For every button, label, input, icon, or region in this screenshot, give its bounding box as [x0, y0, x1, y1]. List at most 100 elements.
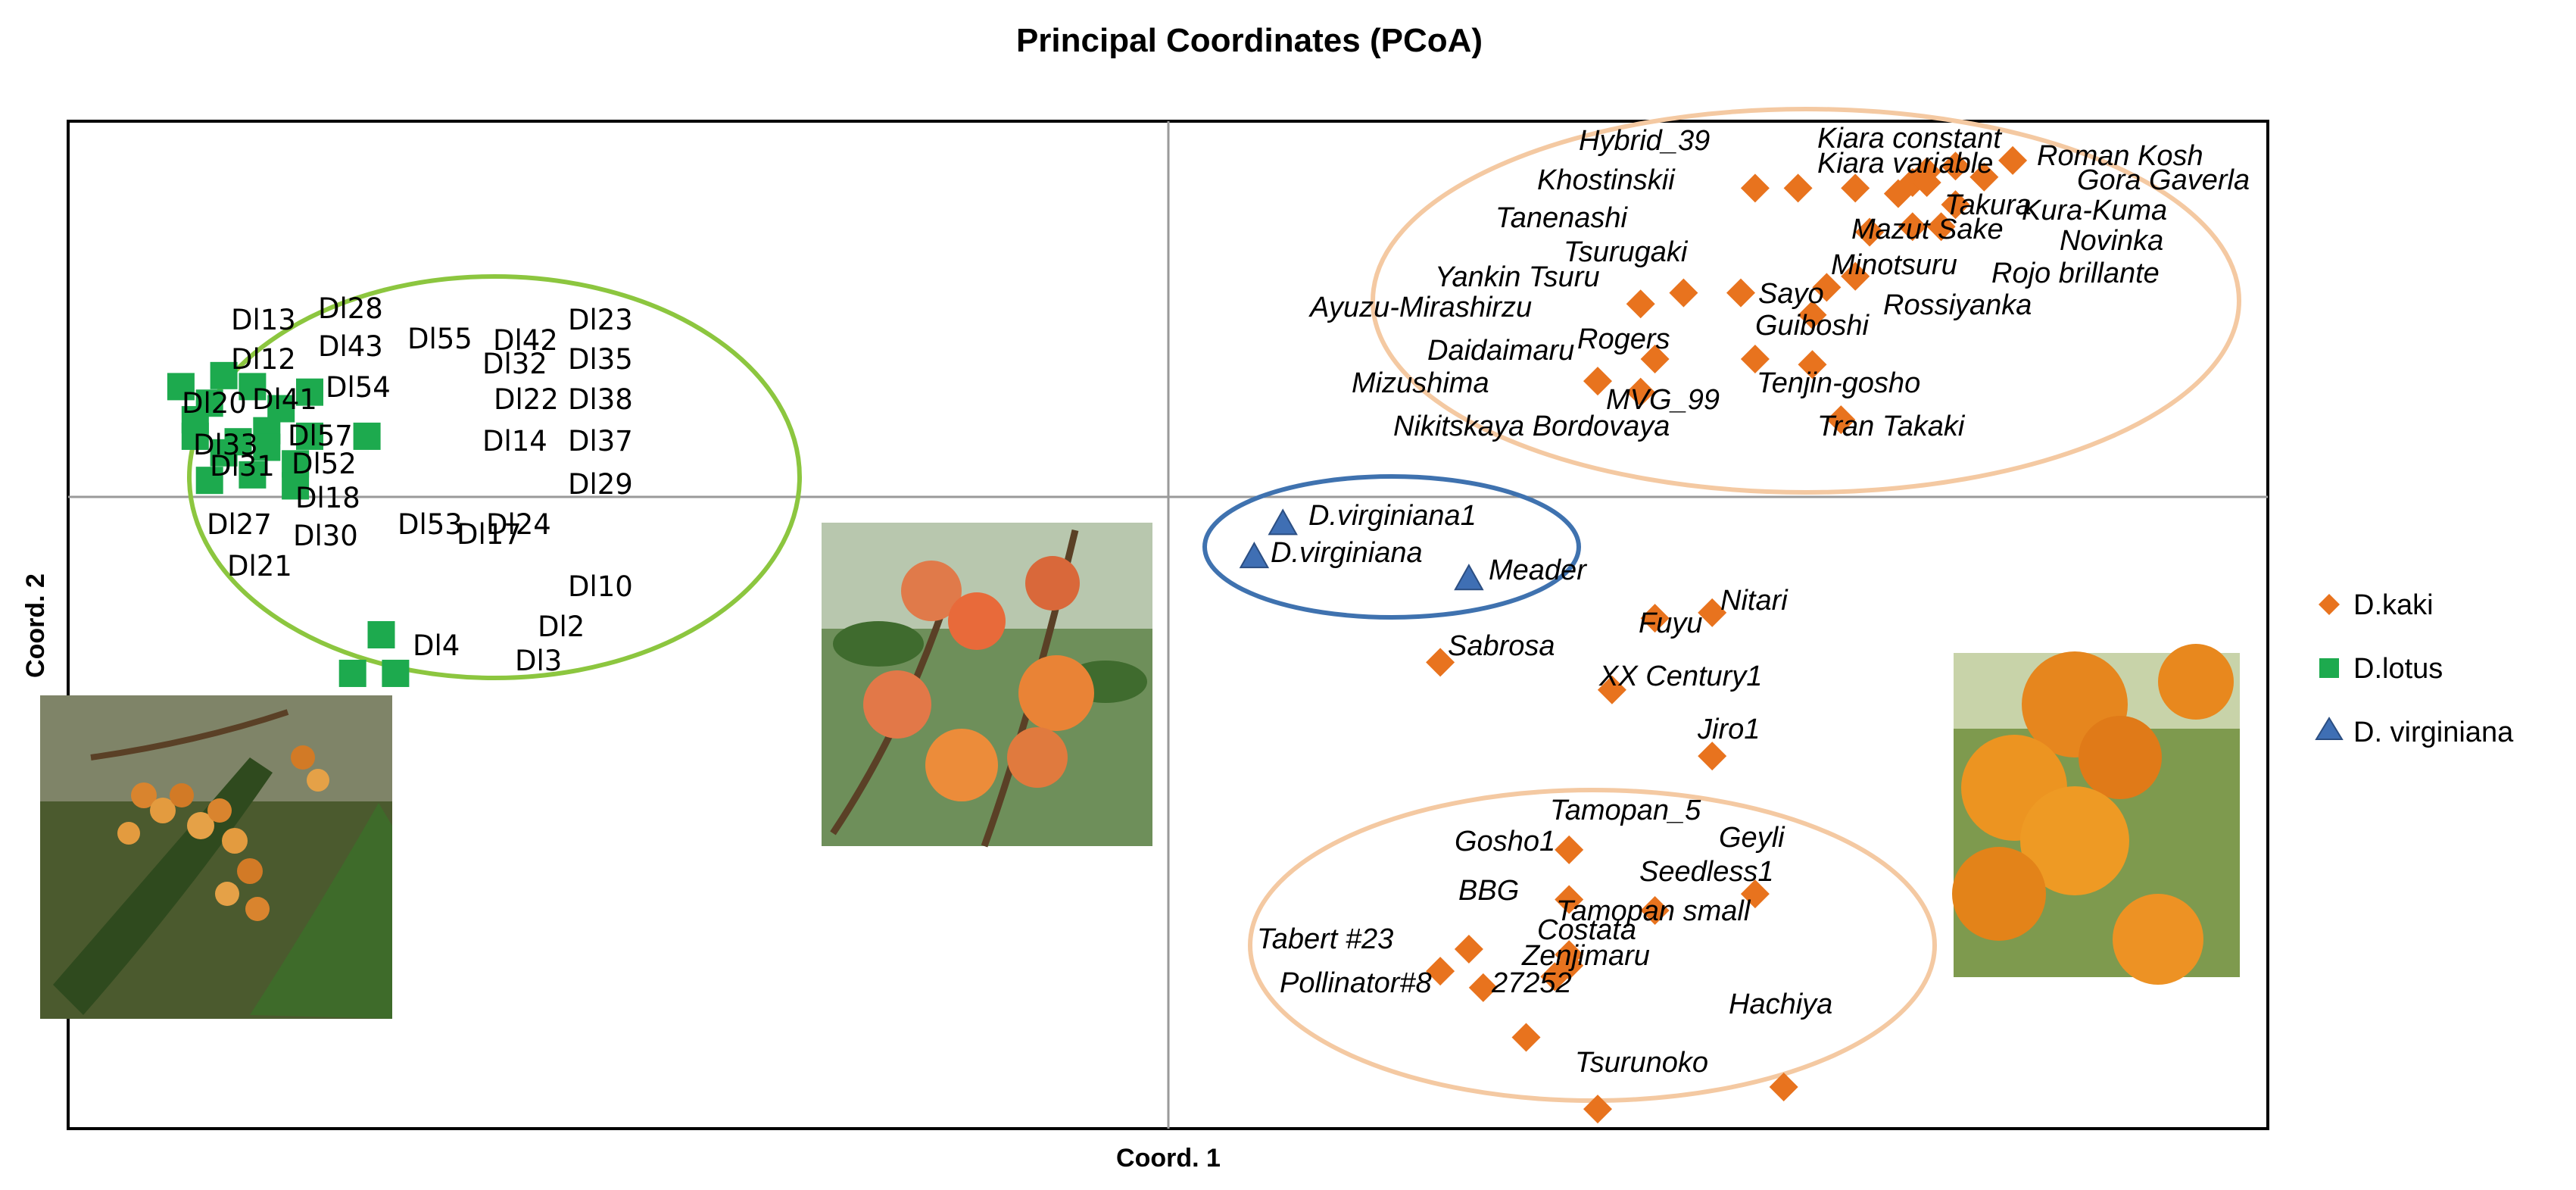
kaki-point: [1511, 1023, 1541, 1052]
lotus-point-label: Dl24: [486, 508, 551, 541]
kaki-point-label: Kura-Kuma: [2022, 195, 2167, 226]
kaki-point: [1626, 377, 1655, 407]
lotus-point-label: Dl42: [493, 324, 558, 357]
kaki-point: [1783, 173, 1813, 203]
kaki-point-label: Sayo: [1758, 278, 1824, 310]
legend-lotus-label: D.lotus: [2353, 653, 2443, 685]
kaki-point-label: Tanenashi: [1495, 202, 1629, 234]
kaki-point: [1941, 190, 1970, 220]
kaki-point-label: Takura: [1944, 189, 2032, 221]
kaki-point: [1640, 896, 1670, 925]
kaki-point: [1454, 934, 1483, 964]
kaki-point-label: MVG_99: [1606, 384, 1720, 416]
kaki-point: [1812, 273, 1842, 302]
kaki-point-label: Jiro1: [1697, 714, 1760, 745]
kaki-point: [1426, 648, 1455, 677]
lotus-point-label: Dl10: [568, 570, 633, 603]
kaki-point-label: Tabert #23: [1257, 923, 1393, 955]
lotus-cluster-ellipse: [187, 274, 802, 680]
kaki-point: [1555, 885, 1584, 914]
lotus-point-label: Dl57: [288, 420, 353, 452]
kaki-point: [1912, 168, 1941, 198]
kaki-point-label: Hachiya: [1729, 989, 1832, 1020]
kaki-point: [1941, 151, 1970, 181]
kaki-point-label: Tenjin-gosho: [1757, 367, 1920, 399]
kaki-point: [1740, 173, 1770, 203]
kaki-point-label: 27252: [1491, 967, 1572, 999]
kaki-point-label: Nikitskaya Bordovaya: [1393, 411, 1670, 442]
lotus-point-label: Dl22: [494, 383, 559, 416]
lotus-point-label: Dl20: [182, 387, 247, 420]
kaki-point: [1769, 1072, 1798, 1101]
kaki-point-label: Mizushima: [1352, 367, 1489, 399]
kaki-point-label: Roman Kosh: [2037, 140, 2203, 172]
lotus-markers: [167, 361, 410, 687]
lotus-point: [195, 467, 223, 495]
kaki-point: [1998, 145, 2028, 175]
virginiana-point-label: D.virginiana: [1271, 537, 1423, 569]
kaki-point: [1855, 217, 1885, 247]
kaki-point-label: Guiboshi: [1755, 310, 1870, 342]
kaki-point: [1841, 173, 1870, 203]
virginiana-cluster-ellipse: [1202, 474, 1581, 620]
lotus-point-label: Dl4: [413, 629, 460, 662]
kaki-point-label: Pollinator#8: [1280, 967, 1432, 999]
lotus-point-label: Dl37: [568, 425, 633, 458]
kaki-point: [1841, 261, 1870, 291]
kaki-point-label: Tsurunoko: [1575, 1047, 1708, 1079]
kaki-point: [1740, 879, 1770, 909]
virginiana-point-label: Meader: [1489, 554, 1587, 586]
kaki-point: [1583, 367, 1612, 396]
kaki-point: [1798, 350, 1827, 379]
kaki-point-label: Rojo brillante: [1991, 258, 2160, 289]
lotus-point: [367, 621, 395, 648]
virginiana-point: [1268, 508, 1298, 536]
lotus-point-label: Dl33: [193, 429, 258, 461]
virginiana-point: [1239, 542, 1270, 569]
kaki-point-label: Tamopan_5: [1550, 795, 1701, 826]
kaki-point: [1426, 957, 1455, 986]
kaki-point-label: Tsurugaki: [1564, 236, 1689, 268]
kaki-point-label: Tran Takaki: [1817, 411, 1966, 442]
kaki-point: [1798, 300, 1827, 330]
kaki-point: [1898, 212, 1927, 242]
kaki-point-label: Gora Gaverla: [2077, 164, 2250, 196]
lotus-point: [296, 378, 323, 406]
lotus-point-label: Dl30: [293, 520, 358, 552]
lotus-point: [239, 373, 267, 401]
lotus-point-label: Dl43: [318, 330, 383, 363]
lotus-point-label: Dl41: [252, 383, 317, 416]
x-axis-label: Coord. 1: [1116, 1144, 1221, 1173]
kaki-point-label: Ayuzu-Mirashirzu: [1308, 292, 1532, 323]
lotus-point-label: Dl35: [568, 343, 633, 376]
kaki-point: [1540, 962, 1570, 992]
kaki-point: [1640, 345, 1670, 373]
kaki-upper-cluster-ellipse: [1371, 107, 2241, 495]
lotus-point: [282, 472, 310, 500]
kaki-point: [1726, 278, 1755, 308]
chart-title: Principal Coordinates (PCoA): [1016, 22, 1483, 59]
kaki-point: [1926, 212, 1956, 242]
lotus-point-label: Dl28: [318, 292, 383, 325]
kaki-point-label: Kiara variable: [1817, 148, 1993, 180]
kaki-point-label: Sabrosa: [1448, 630, 1555, 662]
lotus-point-label: Dl17: [457, 518, 522, 551]
legend-lotus-marker: [2319, 658, 2339, 678]
kaki-point-label: Yankin Tsuru: [1435, 261, 1600, 293]
kaki-point-label: Hybrid_39: [1579, 125, 1710, 157]
kaki-point-label: Daidaimaru: [1427, 335, 1574, 367]
lotus-point: [181, 406, 209, 434]
lotus-point-label: Dl55: [407, 323, 472, 355]
lotus-point-label: Dl27: [207, 508, 272, 541]
kaki-point-label: XX Century1: [1598, 661, 1762, 692]
kaki-point-label: Tamopan small: [1556, 895, 1751, 927]
lotus-point-label: Dl14: [482, 425, 547, 458]
kaki-tree-persimmon-photo: [822, 523, 1152, 848]
lotus-point-label: Dl23: [568, 304, 633, 336]
lotus-point-label: Dl53: [398, 508, 463, 541]
kaki-point-label: BBG: [1458, 875, 1519, 907]
lotus-point-label: Dl13: [231, 304, 296, 336]
kaki-point: [1698, 742, 1727, 771]
